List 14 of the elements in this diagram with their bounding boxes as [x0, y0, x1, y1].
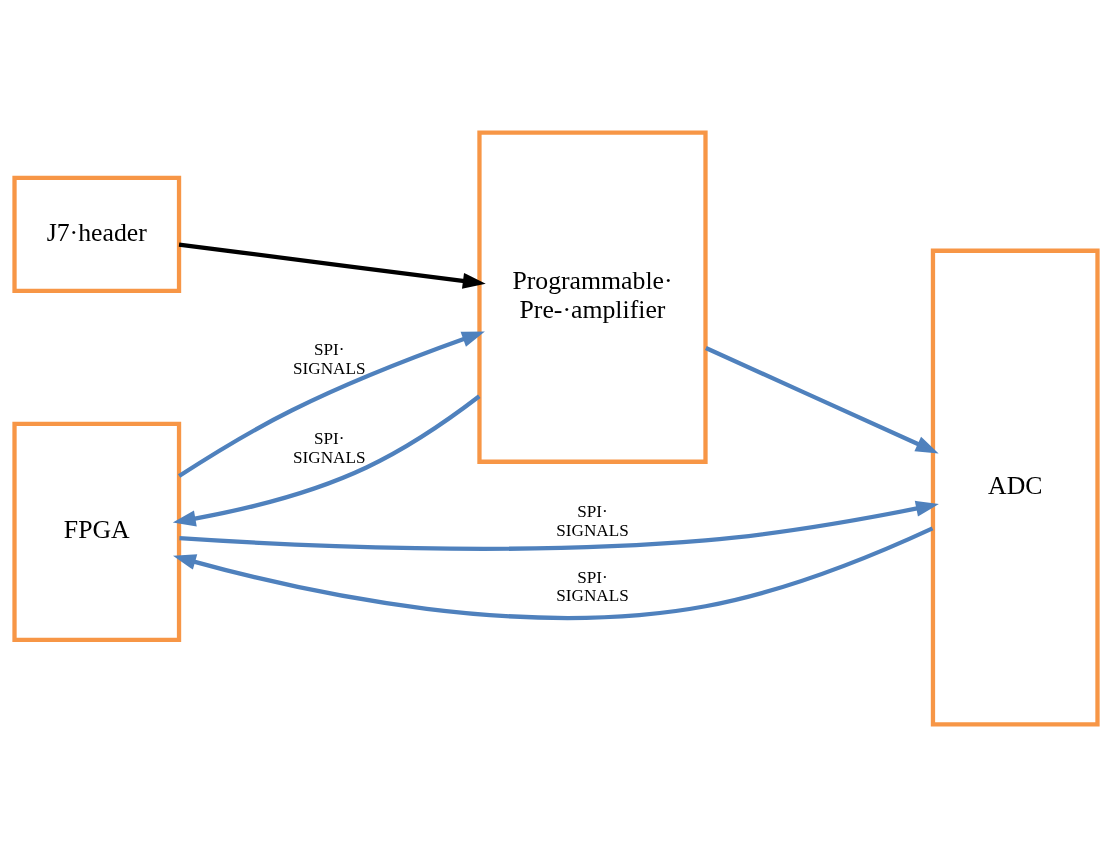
edge-label: SPI· SIGNALS: [556, 567, 629, 605]
node-box: Programmable· Pre-·amplifier: [477, 130, 708, 464]
node-box: J7·header: [12, 175, 182, 293]
node-box: FPGA: [12, 421, 182, 642]
arrow: [177, 331, 485, 478]
edge-label: SPI· SIGNALS: [556, 501, 629, 540]
arrow: [173, 525, 934, 620]
node-box: ADC: [930, 248, 1100, 726]
arrow: [179, 500, 939, 551]
arrow: [172, 394, 481, 526]
arrow: [178, 242, 486, 289]
edge-label: SPI· SIGNALS: [293, 428, 366, 467]
edge-label: SPI· SIGNALS: [293, 339, 366, 378]
arrow: [705, 345, 939, 453]
